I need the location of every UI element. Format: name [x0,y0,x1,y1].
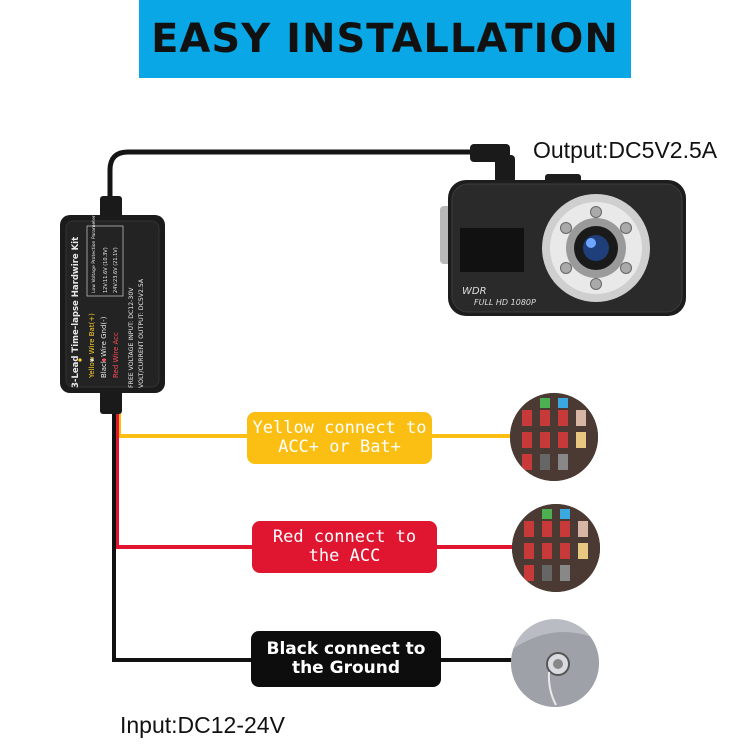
black-tag-line1: Black connect to [266,639,426,660]
hardwire-box: 3-Lead Time-lapse Hardwire Kit Yellow Wi… [60,215,165,393]
black-connection-tag: Black connect to the Ground [251,631,441,687]
ground-bolt-icon [511,619,599,707]
box-red-line: Red Wire Acc [112,332,120,378]
box-protection-24v: 24V:23.6V (21.1V) [113,247,119,293]
cable-strain-relief-bottom [100,388,122,414]
page-title: EASY INSTALLATION [151,16,619,62]
box-black-line: Black Wire Gnd(-) [100,316,108,378]
fuse-box-icon-red [512,504,600,592]
output-cable [107,149,481,215]
box-protection-title: Low Voltage Protection Parameter [91,215,97,293]
camera-resolution-label: FULL HD 1080P [474,298,536,307]
output-label: Output:DC5V2.5A [533,137,718,163]
black-tag-line2: the Ground [291,658,401,678]
box-yellow-line: Yellow Wire Bat(+) [88,313,96,379]
dash-camera: WDR FULL HD 1080P [440,174,686,316]
title-banner: EASY INSTALLATION [139,0,631,78]
box-spec-output: VOLT/CURRENT OUTPUT: DC5V2.5A [138,278,145,388]
yellow-tag-line1: Yellow connect to [252,418,427,439]
red-connection-tag: Red connect to the ACC [252,521,437,573]
input-label: Input:DC12-24V [120,712,285,738]
yellow-connection-tag: Yellow connect to ACC+ or Bat+ [247,412,432,464]
box-protection-12v: 12V:11.6V (10.3V) [103,247,109,293]
cable-strain-relief-top [100,196,122,218]
fuse-box-icon-yellow [510,393,598,481]
red-tag-line1: Red connect to [272,527,417,548]
box-spec-voltage: FREE VOLTAGE INPUT: DC12-30V [128,287,135,388]
yellow-tag-line2: ACC+ or Bat+ [278,437,401,457]
camera-wdr-label: WDR [462,286,487,297]
red-tag-line2: the ACC [308,546,381,566]
box-title: 3-Lead Time-lapse Hardwire Kit [71,237,81,388]
